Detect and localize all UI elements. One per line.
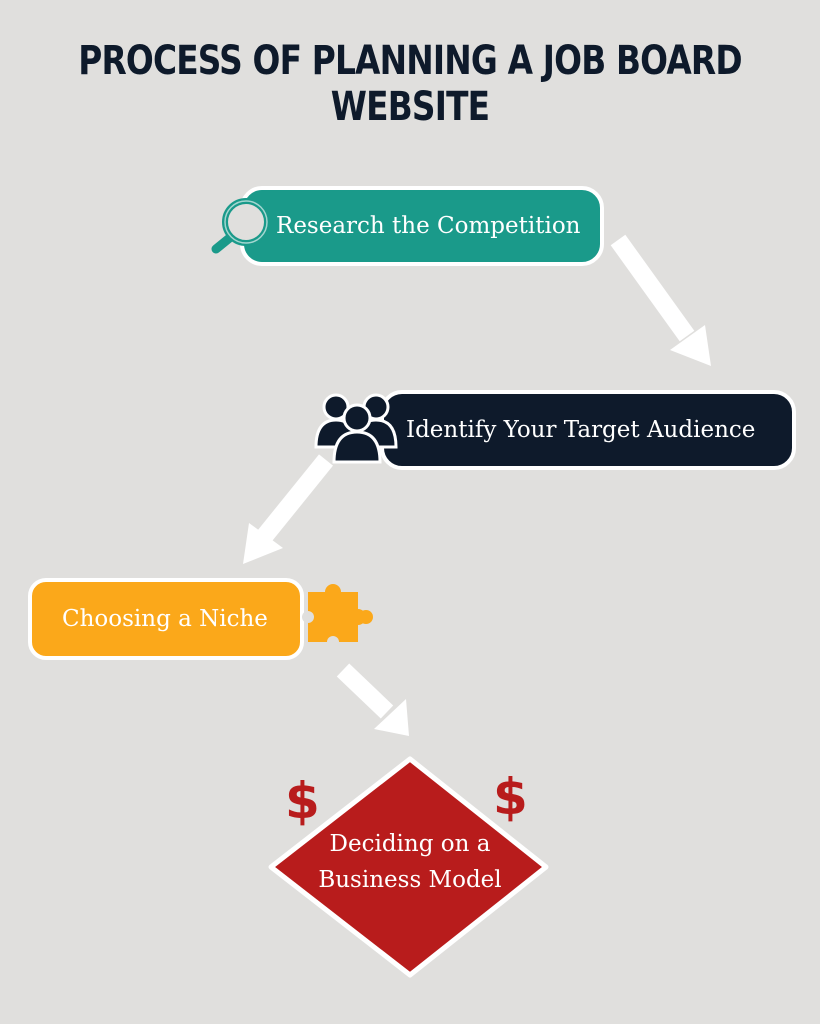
arrow-niche-to-decision	[336, 663, 409, 736]
people-group-icon	[314, 393, 398, 464]
title-line-1: PROCESS OF PLANNING A JOB BOARD	[78, 38, 742, 84]
arrow-audience-to-niche	[243, 454, 334, 564]
decision-diamond	[268, 756, 549, 978]
step-choosing-niche: Choosing a Niche	[28, 578, 304, 660]
step-research-competition: Research the Competition	[240, 186, 604, 266]
step-label: Research the Competition	[276, 213, 581, 239]
title-line-2: WEBSITE	[330, 84, 490, 130]
dollar-sign-icon: $	[285, 772, 320, 830]
step-identify-target-audience: Identify Your Target Audience	[380, 390, 796, 470]
diagram-title: PROCESS OF PLANNING A JOB BOARD WEBSITE	[74, 38, 746, 130]
step-label: Choosing a Niche	[62, 606, 268, 632]
step-label: Identify Your Target Audience	[406, 417, 756, 443]
dollar-sign-icon: $	[493, 768, 528, 826]
decision-line-1: Deciding on a	[329, 831, 491, 857]
decision-line-2: Business Model	[318, 867, 502, 893]
arrow-research-to-audience	[610, 234, 711, 366]
decision-label: Deciding on a Business Model	[300, 826, 520, 898]
puzzle-piece-icon	[302, 584, 373, 648]
magnifier-icon	[211, 198, 270, 254]
